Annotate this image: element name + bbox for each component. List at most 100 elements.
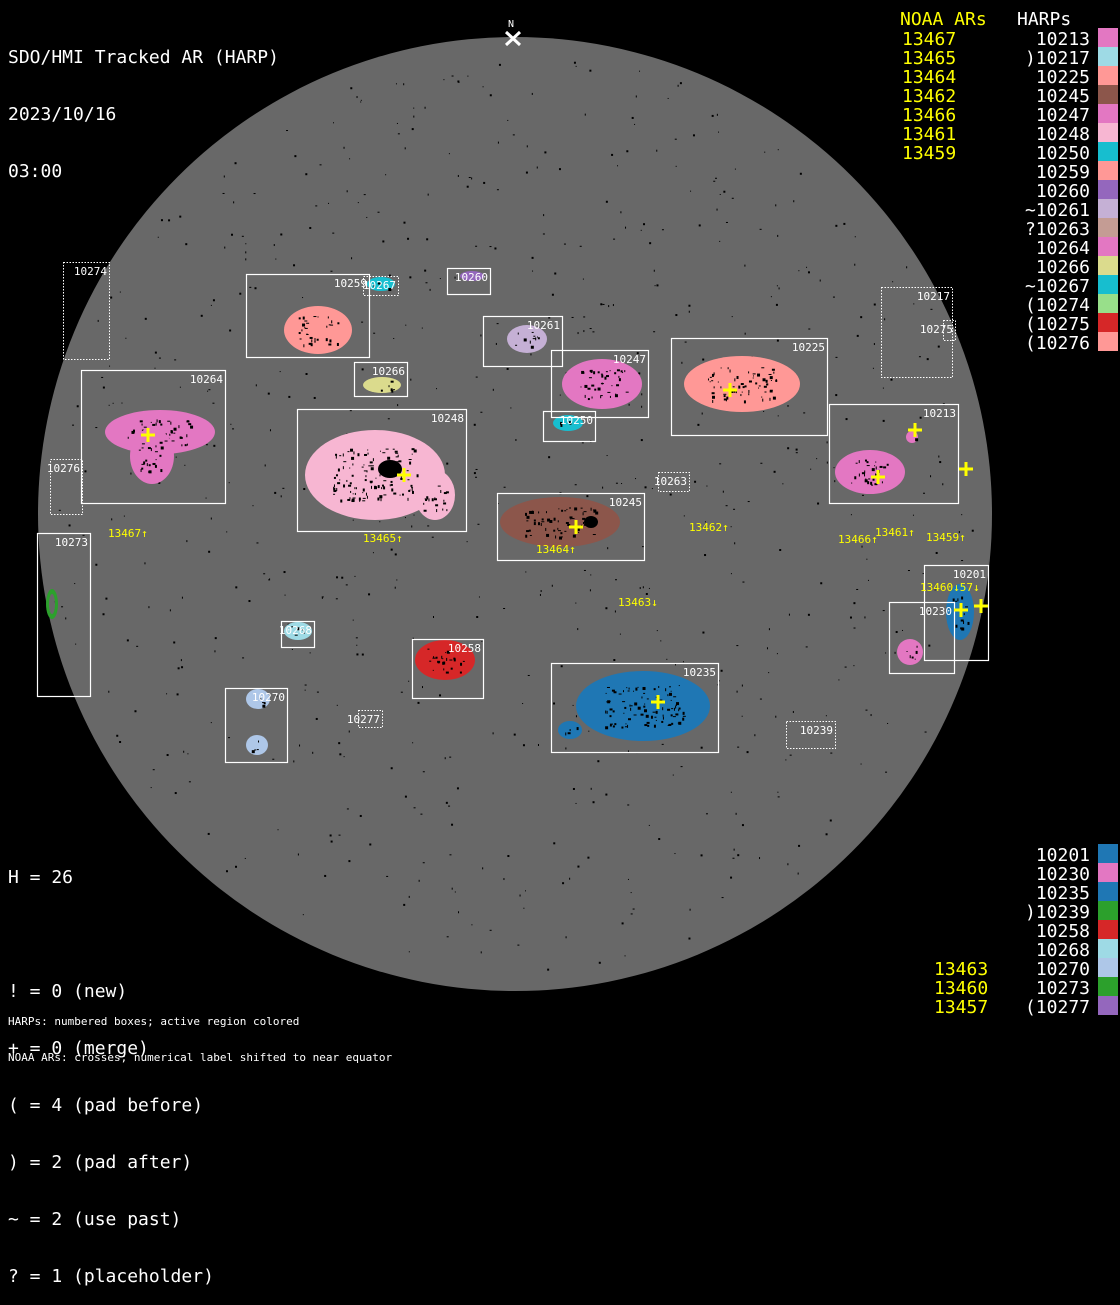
speck xyxy=(883,466,887,469)
speck xyxy=(829,819,832,822)
speck xyxy=(744,385,747,388)
speck xyxy=(718,131,720,133)
speck xyxy=(264,464,266,467)
speck xyxy=(700,854,703,857)
speck xyxy=(390,548,393,551)
noaa-ar-item: 13464 xyxy=(902,67,957,88)
speck xyxy=(607,391,611,393)
speck xyxy=(416,474,419,478)
speck xyxy=(303,630,305,634)
speck xyxy=(851,482,853,484)
harp-box: 10201 xyxy=(923,564,990,662)
speck xyxy=(659,699,663,701)
speck xyxy=(709,381,711,383)
speck xyxy=(860,316,863,319)
speck xyxy=(919,416,922,419)
speck xyxy=(456,787,459,790)
speck xyxy=(533,335,536,337)
speck xyxy=(445,491,449,494)
harp-box: 10230 xyxy=(888,601,956,675)
speck xyxy=(495,342,497,345)
speck xyxy=(642,586,644,589)
speck xyxy=(366,495,368,499)
speck xyxy=(186,434,188,438)
speck xyxy=(560,665,563,668)
speck xyxy=(533,522,536,526)
speck xyxy=(328,202,330,204)
speck xyxy=(746,751,749,754)
speck xyxy=(305,173,308,176)
speck xyxy=(666,658,668,660)
speck xyxy=(349,497,351,500)
speck xyxy=(152,769,155,771)
speck xyxy=(304,320,308,322)
speck xyxy=(660,640,662,642)
speck xyxy=(72,424,75,426)
speck xyxy=(566,508,568,510)
noaa-ar-item: 13465 xyxy=(902,48,957,69)
harp-box-label: 10213 xyxy=(923,407,956,420)
speck xyxy=(398,460,402,463)
speck xyxy=(159,441,163,444)
speck xyxy=(95,563,98,566)
speck xyxy=(766,647,768,650)
noaa-cross-icon xyxy=(954,603,968,617)
speck xyxy=(853,665,855,667)
speck xyxy=(616,384,620,387)
speck xyxy=(782,483,784,485)
speck xyxy=(912,514,914,516)
harp-item: )10217 xyxy=(1024,48,1090,69)
speck xyxy=(324,874,327,877)
speck xyxy=(370,481,373,484)
speck xyxy=(143,461,146,465)
speck xyxy=(922,573,925,575)
speck xyxy=(960,619,964,622)
speck xyxy=(304,684,307,686)
speck xyxy=(494,247,497,250)
speck xyxy=(747,501,750,503)
speck xyxy=(928,644,931,647)
speck xyxy=(299,744,301,747)
speck xyxy=(178,425,180,429)
speck xyxy=(577,527,580,531)
speck xyxy=(605,726,609,730)
speck xyxy=(154,464,157,468)
speck xyxy=(263,702,266,705)
speck xyxy=(633,690,635,692)
speck xyxy=(317,316,319,318)
noaa-disk-label: 13460↓57↓ xyxy=(920,581,980,594)
speck xyxy=(410,378,412,381)
speck xyxy=(722,490,724,493)
speck xyxy=(436,509,438,513)
speck xyxy=(343,484,346,488)
harp-boxes: 1027410259102671026010261102471022510217… xyxy=(36,262,990,764)
speck xyxy=(736,375,739,379)
speck xyxy=(304,327,306,329)
speck xyxy=(254,749,257,751)
speck xyxy=(408,459,412,461)
speck xyxy=(742,386,745,389)
speck xyxy=(674,138,677,140)
speck xyxy=(283,571,286,574)
speck xyxy=(396,579,398,581)
speck xyxy=(787,405,790,407)
speck xyxy=(207,832,210,835)
speck xyxy=(589,589,591,592)
harp-item: 10235 xyxy=(1035,883,1090,904)
speck xyxy=(160,219,163,222)
speck xyxy=(971,529,974,532)
speck xyxy=(473,472,476,475)
speck xyxy=(169,609,171,612)
speck xyxy=(864,616,866,619)
speck xyxy=(293,264,296,267)
speck xyxy=(743,400,746,404)
speck xyxy=(383,494,387,496)
speck xyxy=(205,497,207,499)
active-region-blob xyxy=(553,415,583,431)
speck xyxy=(694,480,697,483)
speck xyxy=(715,177,718,179)
harp-box-label: 10247 xyxy=(613,353,646,366)
speck xyxy=(593,371,596,375)
speck xyxy=(388,288,392,292)
speck xyxy=(448,153,450,155)
